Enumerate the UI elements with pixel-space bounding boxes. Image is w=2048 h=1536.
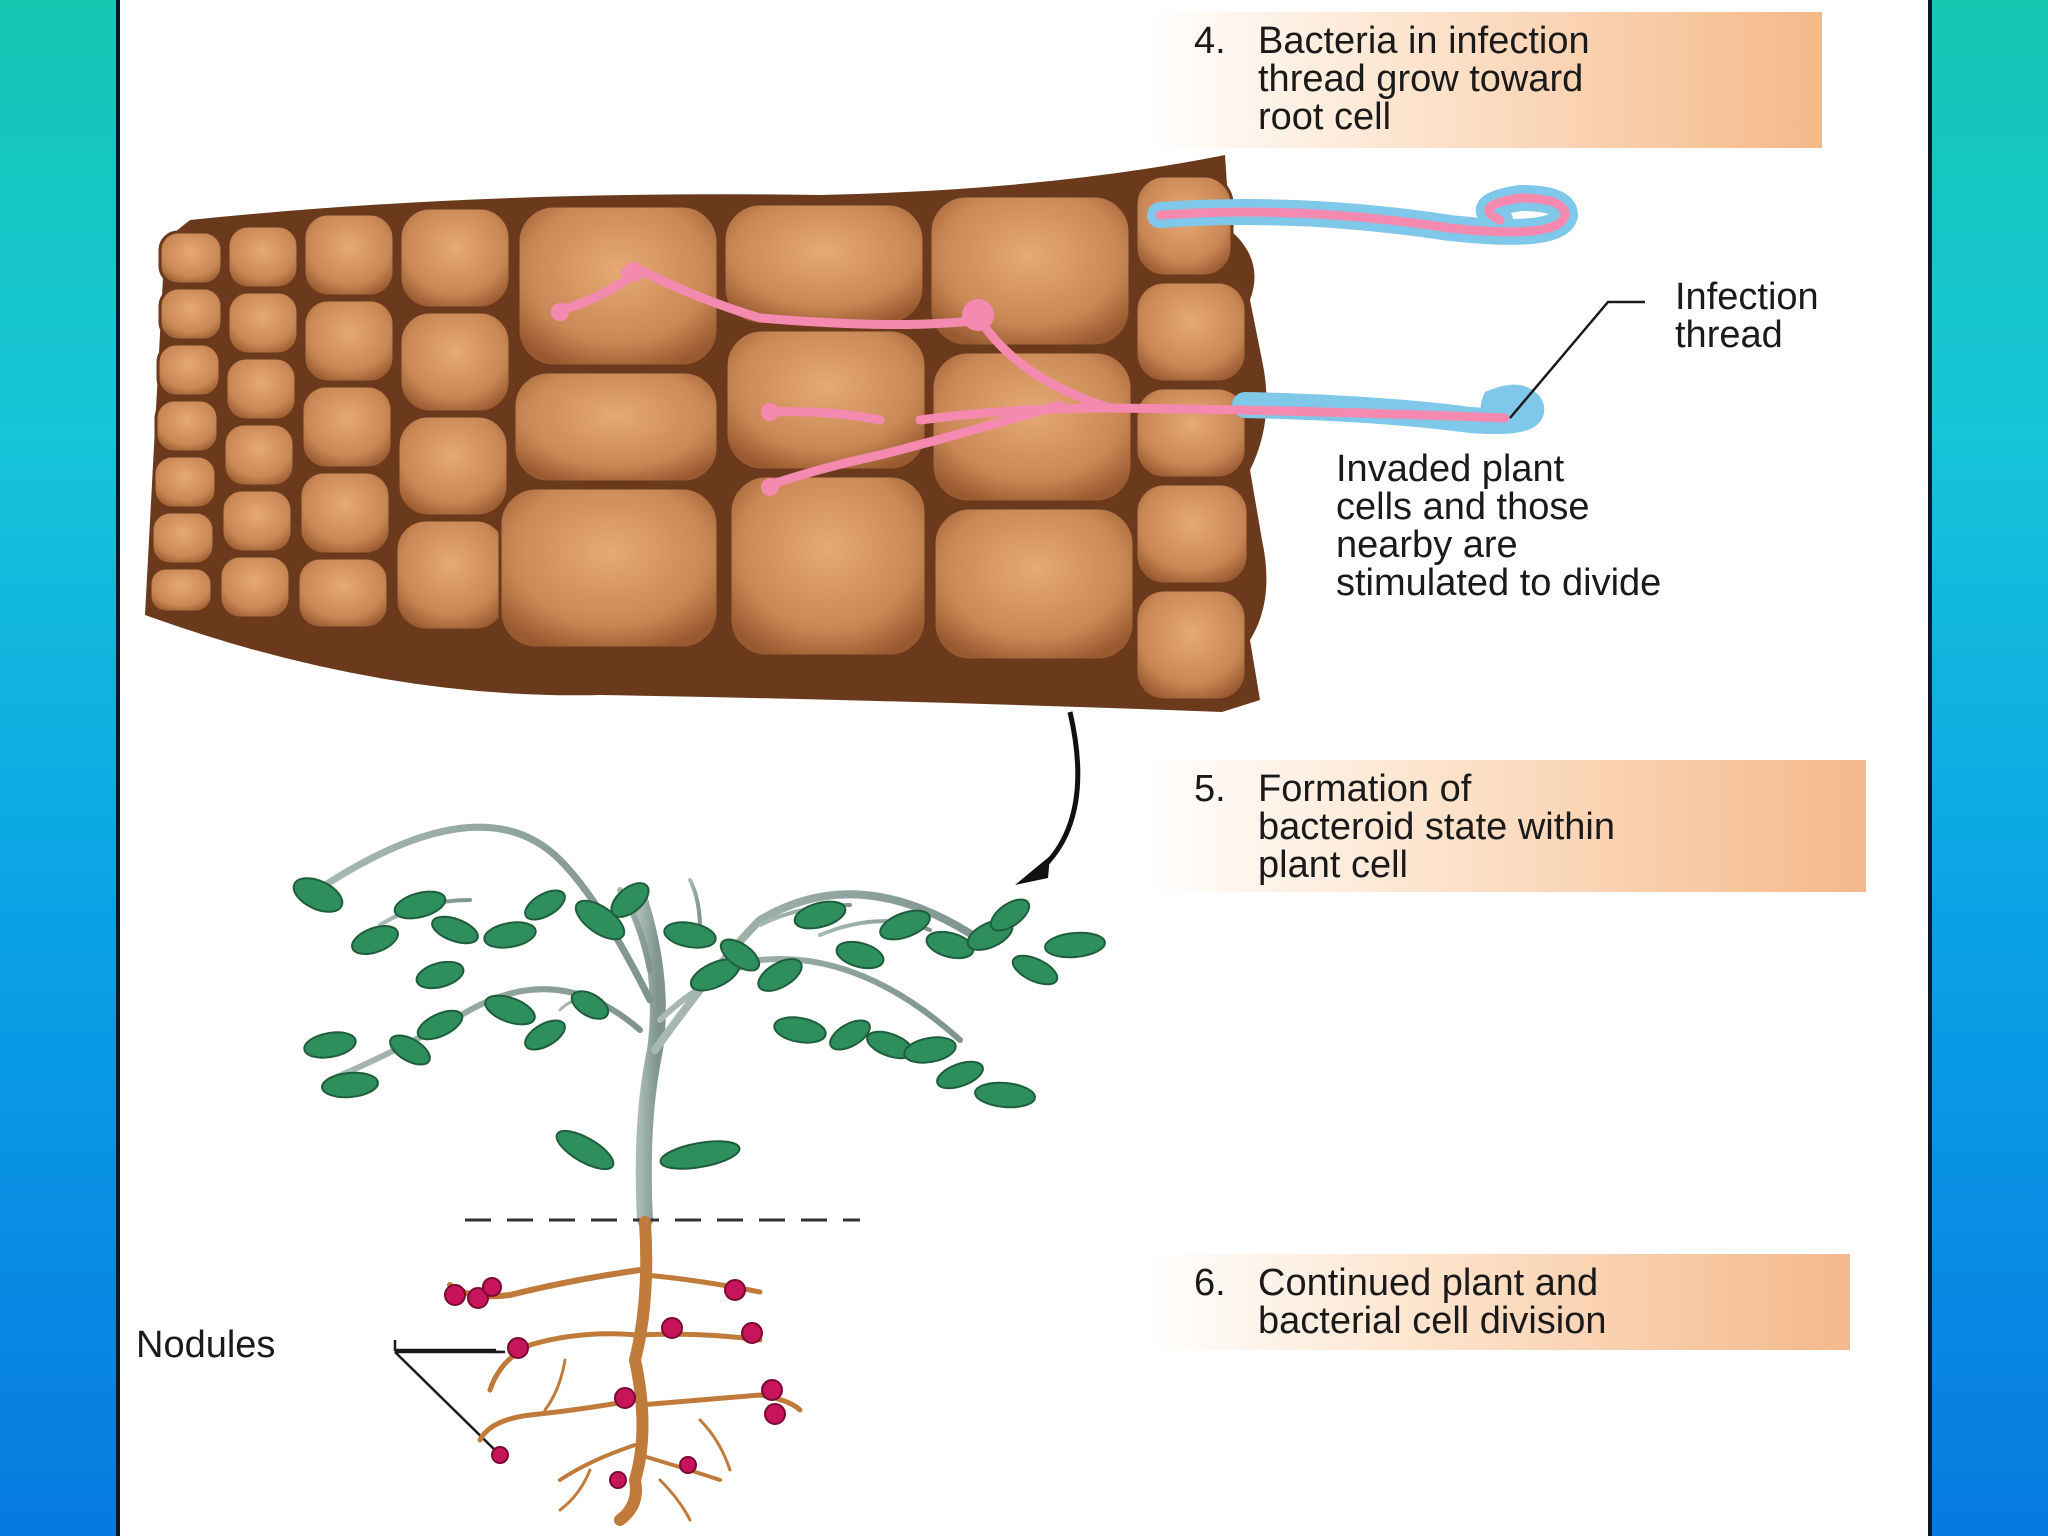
nodule	[467, 1287, 489, 1309]
step-6-box: 6. Continued plant and bacterial cell di…	[1150, 1254, 1850, 1350]
infection-thread-leader	[1509, 300, 1645, 419]
nodule	[764, 1403, 786, 1425]
nodule	[482, 1277, 502, 1297]
nodule-leader-2	[394, 1351, 501, 1456]
nodule	[761, 1379, 783, 1401]
cortex-cells	[148, 174, 1250, 702]
step-5-number: 5.	[1194, 768, 1226, 810]
infection-thread-label: Infection thread	[1675, 276, 1819, 356]
leader-lines	[393, 300, 1645, 1456]
nodule	[724, 1279, 746, 1301]
nodule	[507, 1337, 529, 1359]
nodule	[609, 1471, 627, 1489]
step-4-text: Bacteria in infection thread grow toward…	[1258, 20, 1590, 138]
invaded-cells-label: Invaded plant cells and those nearby are…	[1336, 448, 1662, 604]
nodule-leader-1	[393, 1340, 506, 1354]
nodule	[679, 1456, 697, 1474]
infection-thread-upper	[1155, 193, 1570, 237]
nodules-label: Nodules	[136, 1324, 276, 1366]
step-4-number: 4.	[1194, 20, 1226, 62]
step-4-box: 4. Bacteria in infection thread grow tow…	[1150, 12, 1822, 148]
step-5-box: 5. Formation of bacteroid state within p…	[1150, 760, 1866, 892]
step-5-text: Formation of bacteroid state within plan…	[1258, 768, 1615, 886]
nodule	[661, 1317, 683, 1339]
plant-roots	[447, 1216, 803, 1526]
plant-leaves	[292, 877, 1106, 1171]
progression-arrow	[1015, 711, 1081, 885]
root-cortex-tissue	[145, 155, 1267, 712]
nodule	[491, 1446, 509, 1464]
step-6-number: 6.	[1194, 1262, 1226, 1304]
nodule	[444, 1284, 466, 1306]
step-6-text: Continued plant and bacterial cell divis…	[1258, 1262, 1607, 1342]
nodule	[614, 1387, 636, 1409]
bacteria-clusters	[551, 262, 994, 496]
legume-plant	[292, 823, 1106, 1526]
nodule	[741, 1322, 763, 1344]
root-nodules	[444, 1277, 786, 1489]
